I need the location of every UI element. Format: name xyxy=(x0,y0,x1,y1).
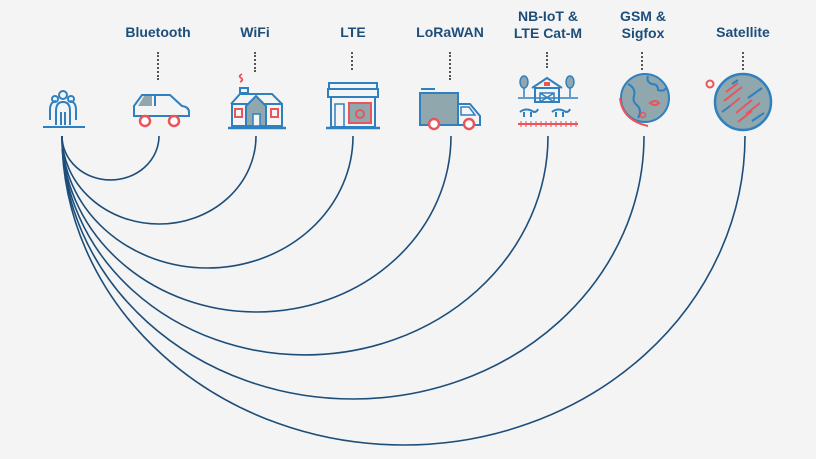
connection-arc-wifi xyxy=(61,135,257,225)
dotted-connector xyxy=(157,52,161,80)
car-icon xyxy=(133,94,190,128)
connection-arc-lte xyxy=(61,135,354,269)
dotted-connector xyxy=(449,52,453,80)
connection-arc-bluetooth xyxy=(61,135,160,181)
people-group-icon xyxy=(43,90,85,128)
connection-arc-gsm xyxy=(61,135,645,400)
connection-arc-satellite xyxy=(61,135,746,446)
label-lte: LTE xyxy=(340,24,366,40)
farm-icon xyxy=(518,75,578,127)
dotted-connector xyxy=(546,52,550,68)
label-gsm: GSM & Sigfox xyxy=(620,8,666,41)
label-lorawan: LoRaWAN xyxy=(416,24,484,40)
dotted-connector xyxy=(641,52,645,70)
truck-icon xyxy=(419,88,481,131)
label-bluetooth: Bluetooth xyxy=(125,24,191,40)
dotted-connector xyxy=(351,52,355,70)
storefront-icon xyxy=(326,82,380,130)
connection-arc-nbiot xyxy=(61,135,549,356)
label-satellite: Satellite xyxy=(716,24,770,40)
planet-icon xyxy=(705,72,773,132)
label-nbiot: NB-IoT & LTE Cat-M xyxy=(513,8,583,41)
connection-arc-lorawan xyxy=(61,135,452,313)
house-icon xyxy=(228,73,286,130)
label-wifi: WiFi xyxy=(240,24,270,40)
dotted-connector xyxy=(254,52,258,72)
dotted-connector xyxy=(742,52,746,70)
globe-icon xyxy=(619,73,670,127)
